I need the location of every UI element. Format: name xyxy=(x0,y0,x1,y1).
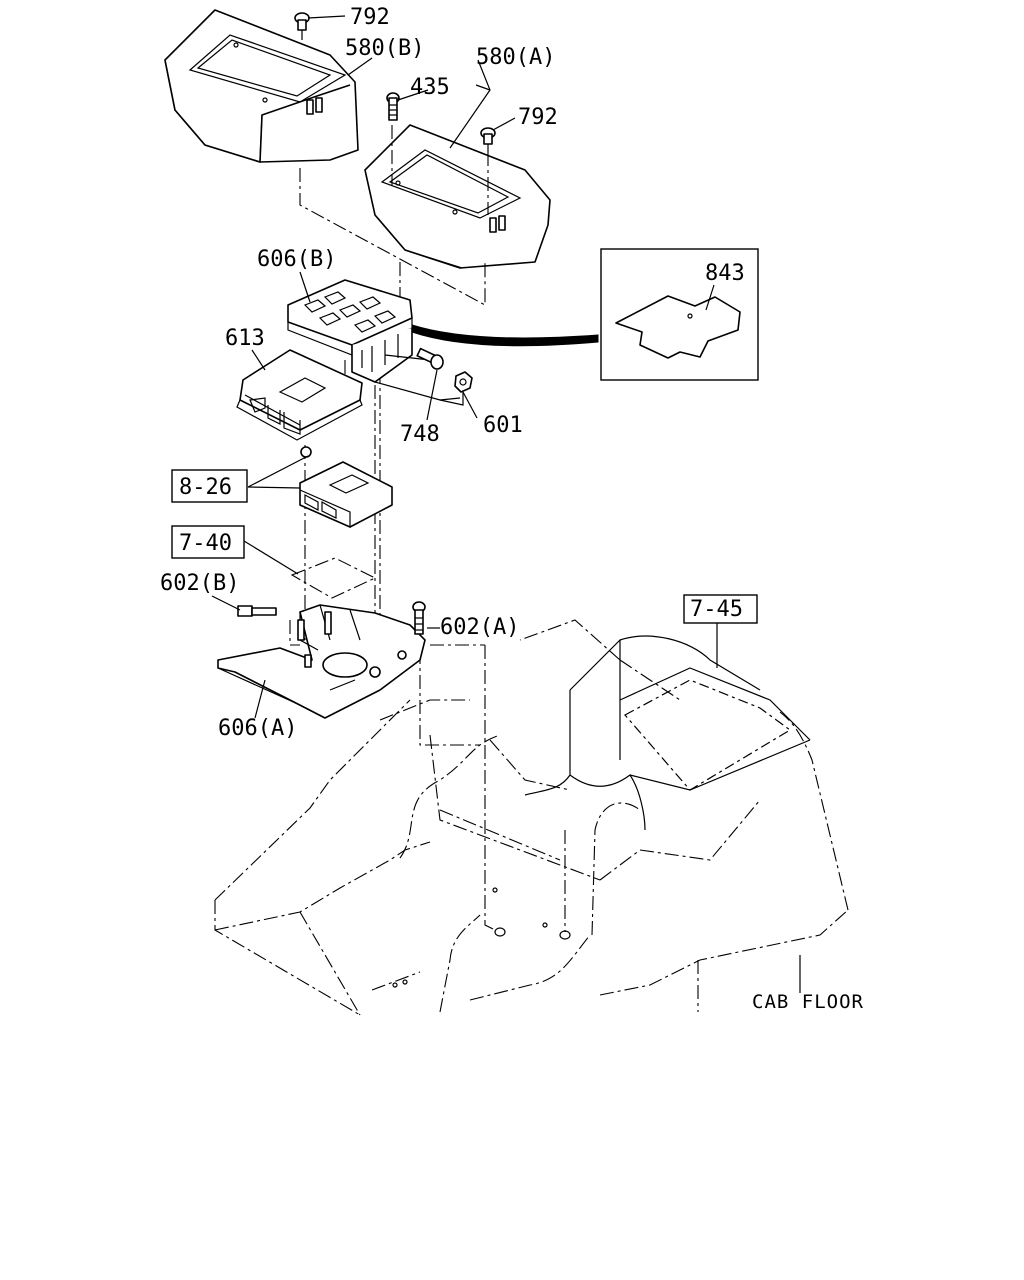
label-843: 843 xyxy=(705,261,745,286)
controller-613 xyxy=(236,349,363,441)
detail-box-843 xyxy=(600,248,759,381)
unit-8-26 xyxy=(299,446,393,528)
label-613: 613 xyxy=(225,326,265,351)
bolt-602a xyxy=(412,601,426,635)
nut-601 xyxy=(439,371,473,406)
leader-lines xyxy=(211,15,801,993)
ref-box-7-45 xyxy=(683,594,758,624)
cover-580b xyxy=(164,9,359,163)
bolt-602b xyxy=(237,605,277,617)
label-602b: 602(B) xyxy=(160,571,239,596)
label-606a: 606(A) xyxy=(218,716,297,741)
ref-box-8-26 xyxy=(171,469,248,503)
label-7-45: 7-45 xyxy=(690,597,743,622)
bolt-435 xyxy=(386,92,400,121)
label-601: 601 xyxy=(483,413,523,438)
cover-580a xyxy=(364,124,551,269)
label-7-40: 7-40 xyxy=(179,531,232,556)
label-cab-floor: CAB FLOOR xyxy=(752,991,864,1013)
label-792-top: 792 xyxy=(350,5,390,30)
cab-floor-outline xyxy=(214,619,849,1016)
bracket-606a xyxy=(217,604,426,719)
label-602a: 602(A) xyxy=(440,615,519,640)
clip-792-top xyxy=(294,12,310,40)
ref-box-7-40 xyxy=(171,525,245,559)
floor-holes xyxy=(392,887,571,988)
clip-792-right xyxy=(480,127,496,152)
label-606b: 606(B) xyxy=(257,247,336,272)
label-8-26: 8-26 xyxy=(179,475,232,500)
bracket-606b xyxy=(287,279,461,401)
label-748: 748 xyxy=(400,422,440,447)
bolt-748 xyxy=(416,347,444,421)
detail-arrow xyxy=(411,324,599,347)
label-792-right: 792 xyxy=(518,105,558,130)
label-580a: 580(A) xyxy=(476,45,555,70)
console-box xyxy=(524,635,811,831)
label-435: 435 xyxy=(410,75,450,100)
sheet-7-40 xyxy=(290,557,377,599)
label-580b: 580(B) xyxy=(345,36,424,61)
